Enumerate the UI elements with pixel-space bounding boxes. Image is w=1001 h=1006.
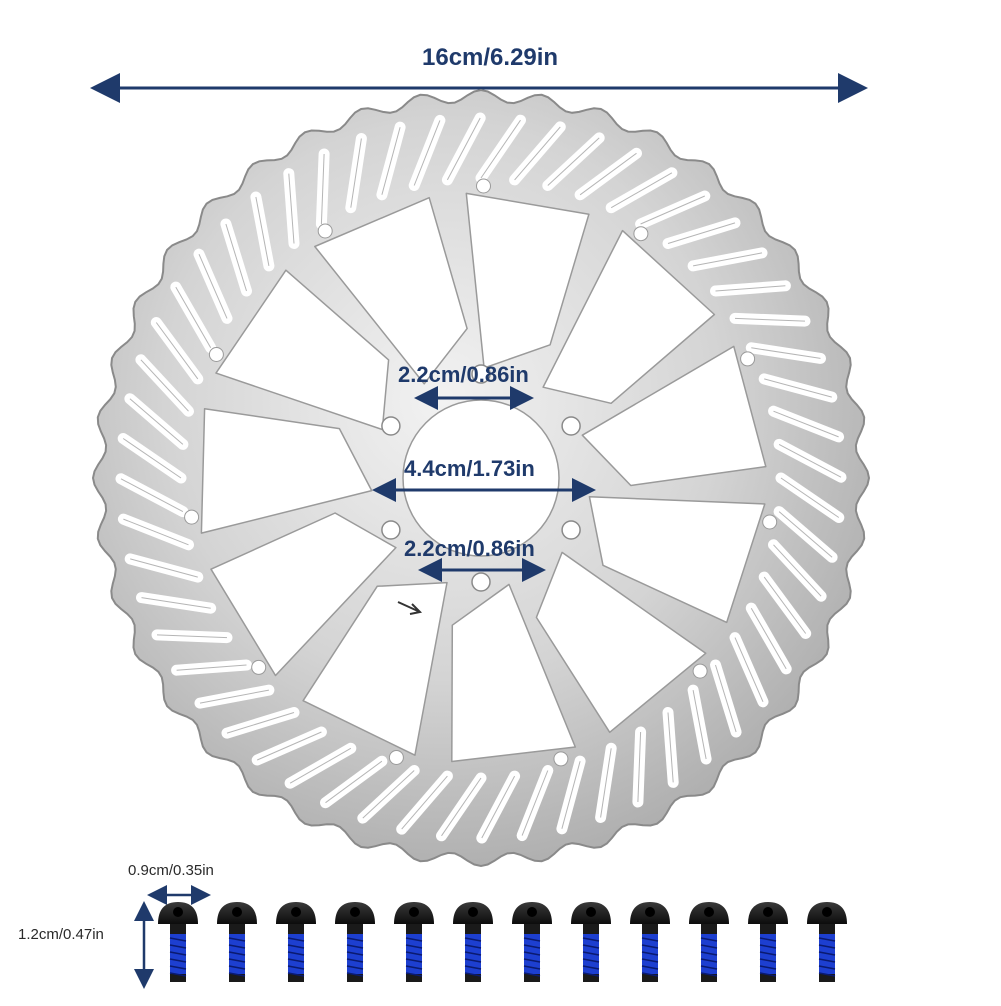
rotor-hole: [692, 663, 708, 679]
spoke-cutout: [215, 269, 390, 431]
bolt-hole: [471, 364, 491, 384]
bolt-spacing-bottom-label: 2.2cm/0.86in: [404, 536, 535, 561]
outer-diameter-label: 16cm/6.29in: [422, 44, 559, 71]
rotation-direction-icon: [397, 601, 423, 615]
bolt-hole: [381, 416, 401, 436]
bolt-width-label: 0.9cm/0.35in: [128, 862, 214, 879]
bolt-icon: [630, 902, 670, 982]
rotor-hole: [317, 223, 333, 239]
bolt-icon: [689, 902, 729, 982]
bolt-icon: [158, 902, 198, 982]
spoke-cutout: [314, 196, 468, 385]
spoke-cutout: [451, 583, 577, 763]
rotor-hole: [476, 178, 491, 194]
spoke-cutout: [465, 192, 590, 369]
rotor-hole: [184, 509, 200, 525]
spoke-cutout: [302, 581, 448, 756]
spoke-cutout: [200, 407, 373, 534]
bolt-icon: [453, 902, 493, 982]
spoke-cutout: [210, 512, 397, 677]
bolt-icon: [394, 902, 434, 982]
bolt-icon: [276, 902, 316, 982]
bolt-icon: [512, 902, 552, 982]
rotor-hole: [388, 750, 404, 765]
bolt-icon: [571, 902, 611, 982]
bolt-hole: [381, 520, 401, 540]
bolt-hole: [561, 520, 581, 540]
bolt-height-label: 1.2cm/0.47in: [18, 926, 104, 943]
rotor-hole: [553, 751, 569, 767]
bolt-icon: [748, 902, 788, 982]
spoke-cutout: [535, 551, 707, 734]
bolt-spacing-top-label: 2.2cm/0.86in: [398, 362, 529, 387]
bolt-row: [158, 902, 847, 982]
rotor-hole: [740, 351, 756, 367]
rotor-hole: [251, 659, 267, 675]
bolt-icon: [335, 902, 375, 982]
bolt-hole: [561, 416, 581, 436]
spoke-cutout: [588, 495, 766, 624]
spoke-cutout: [542, 229, 716, 405]
bolt-icon: [807, 902, 847, 982]
bolt-hole: [471, 572, 491, 592]
rotor-hole: [208, 347, 224, 362]
spoke-cutout: [581, 345, 767, 487]
rotor-hole: [762, 514, 778, 530]
bolt-spacing-middle-label: 4.4cm/1.73in: [404, 456, 535, 481]
rotor-hole: [633, 226, 649, 242]
bolt-icon: [217, 902, 257, 982]
